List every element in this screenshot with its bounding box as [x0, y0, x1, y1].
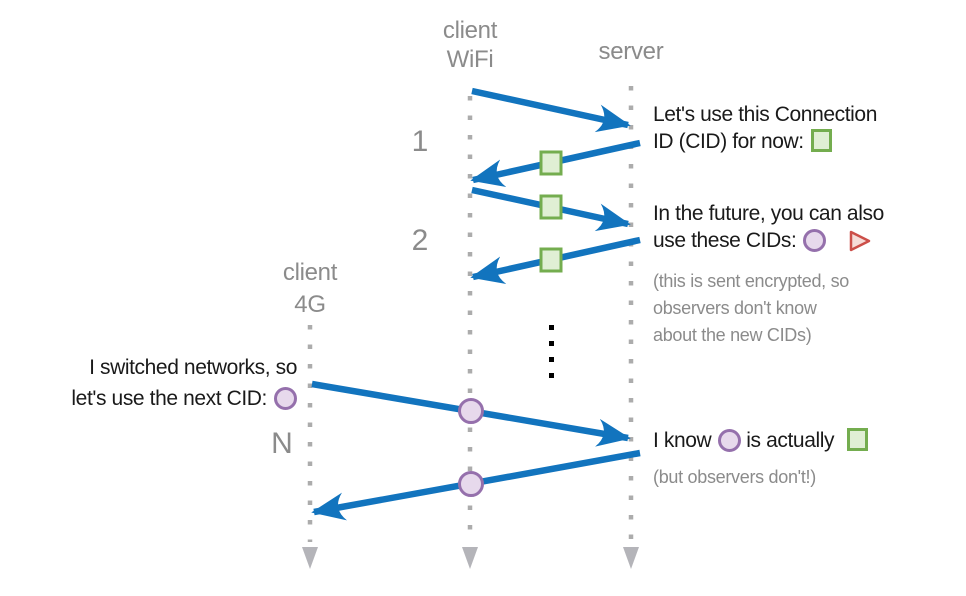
client-4g-label-line2: 4G [294, 291, 326, 318]
green-square-cid-icon [539, 194, 563, 220]
purple-circle-cid-icon [458, 471, 484, 497]
purple-circle-cid-icon [458, 398, 484, 424]
annotation-switch-line1: I switched networks, so [89, 356, 297, 379]
green-square-cid-icon [539, 247, 563, 273]
red-triangle-cid-icon [850, 230, 871, 252]
lifeline-label-client-4g: client 4G [250, 257, 370, 321]
purple-circle-cid-icon [274, 387, 297, 410]
annotation-encrypted-note: (this is sent encrypted, so observers do… [653, 268, 849, 349]
encrypted-note-line3: about the new CIDs) [653, 325, 812, 345]
annotation-switch-line2: let's use the next CID: [71, 387, 267, 410]
annotation-msg1-line1: Let's use this Connection [653, 103, 877, 126]
encrypted-note-line1: (this is sent encrypted, so [653, 271, 849, 291]
annotation-know-mid: is actually [746, 429, 835, 452]
purple-circle-cid-icon [718, 429, 742, 452]
step-number-1: 1 [411, 125, 429, 158]
client-4g-label-line1: client [282, 259, 338, 286]
ellipsis-icon [549, 325, 554, 378]
lifeline-label-client-wifi: client WiFi [410, 16, 530, 74]
lifeline-end-arrow-icon-4g [302, 547, 318, 569]
annotation-switch: I switched networks, so let's use the ne… [0, 352, 297, 414]
step-number-n: N [271, 427, 293, 460]
annotation-msg2: In the future, you can also use these CI… [653, 200, 884, 254]
lifeline-label-server: server [571, 37, 691, 66]
annotation-msg2-line2: use these CIDs: [653, 229, 797, 252]
annotation-know: I know is actually [653, 427, 869, 454]
green-square-cid-icon [539, 150, 563, 176]
annotation-msg1-line2: ID (CID) for now: [653, 130, 804, 153]
encrypted-note-line2: observers don't know [653, 298, 817, 318]
lifeline-end-arrow-icon-server [623, 547, 639, 569]
lifeline-end-arrow-icon-wifi [462, 547, 478, 569]
step-number-2: 2 [411, 224, 429, 257]
annotation-know-pre: I know [653, 429, 712, 452]
message-1-wifi-to-server [471, 87, 631, 133]
annotation-observers-note: (but observers don't!) [653, 467, 816, 487]
server-label: server [598, 38, 664, 65]
annotation-msg2-line1: In the future, you can also [653, 202, 884, 225]
annotation-msg1: Let's use this Connection ID (CID) for n… [653, 101, 877, 155]
green-square-cid-icon [847, 428, 869, 451]
client-wifi-label-line1: client [442, 17, 498, 44]
purple-circle-cid-icon [803, 229, 827, 252]
client-wifi-label-line2: WiFi [446, 46, 494, 73]
green-square-cid-icon [810, 129, 832, 152]
